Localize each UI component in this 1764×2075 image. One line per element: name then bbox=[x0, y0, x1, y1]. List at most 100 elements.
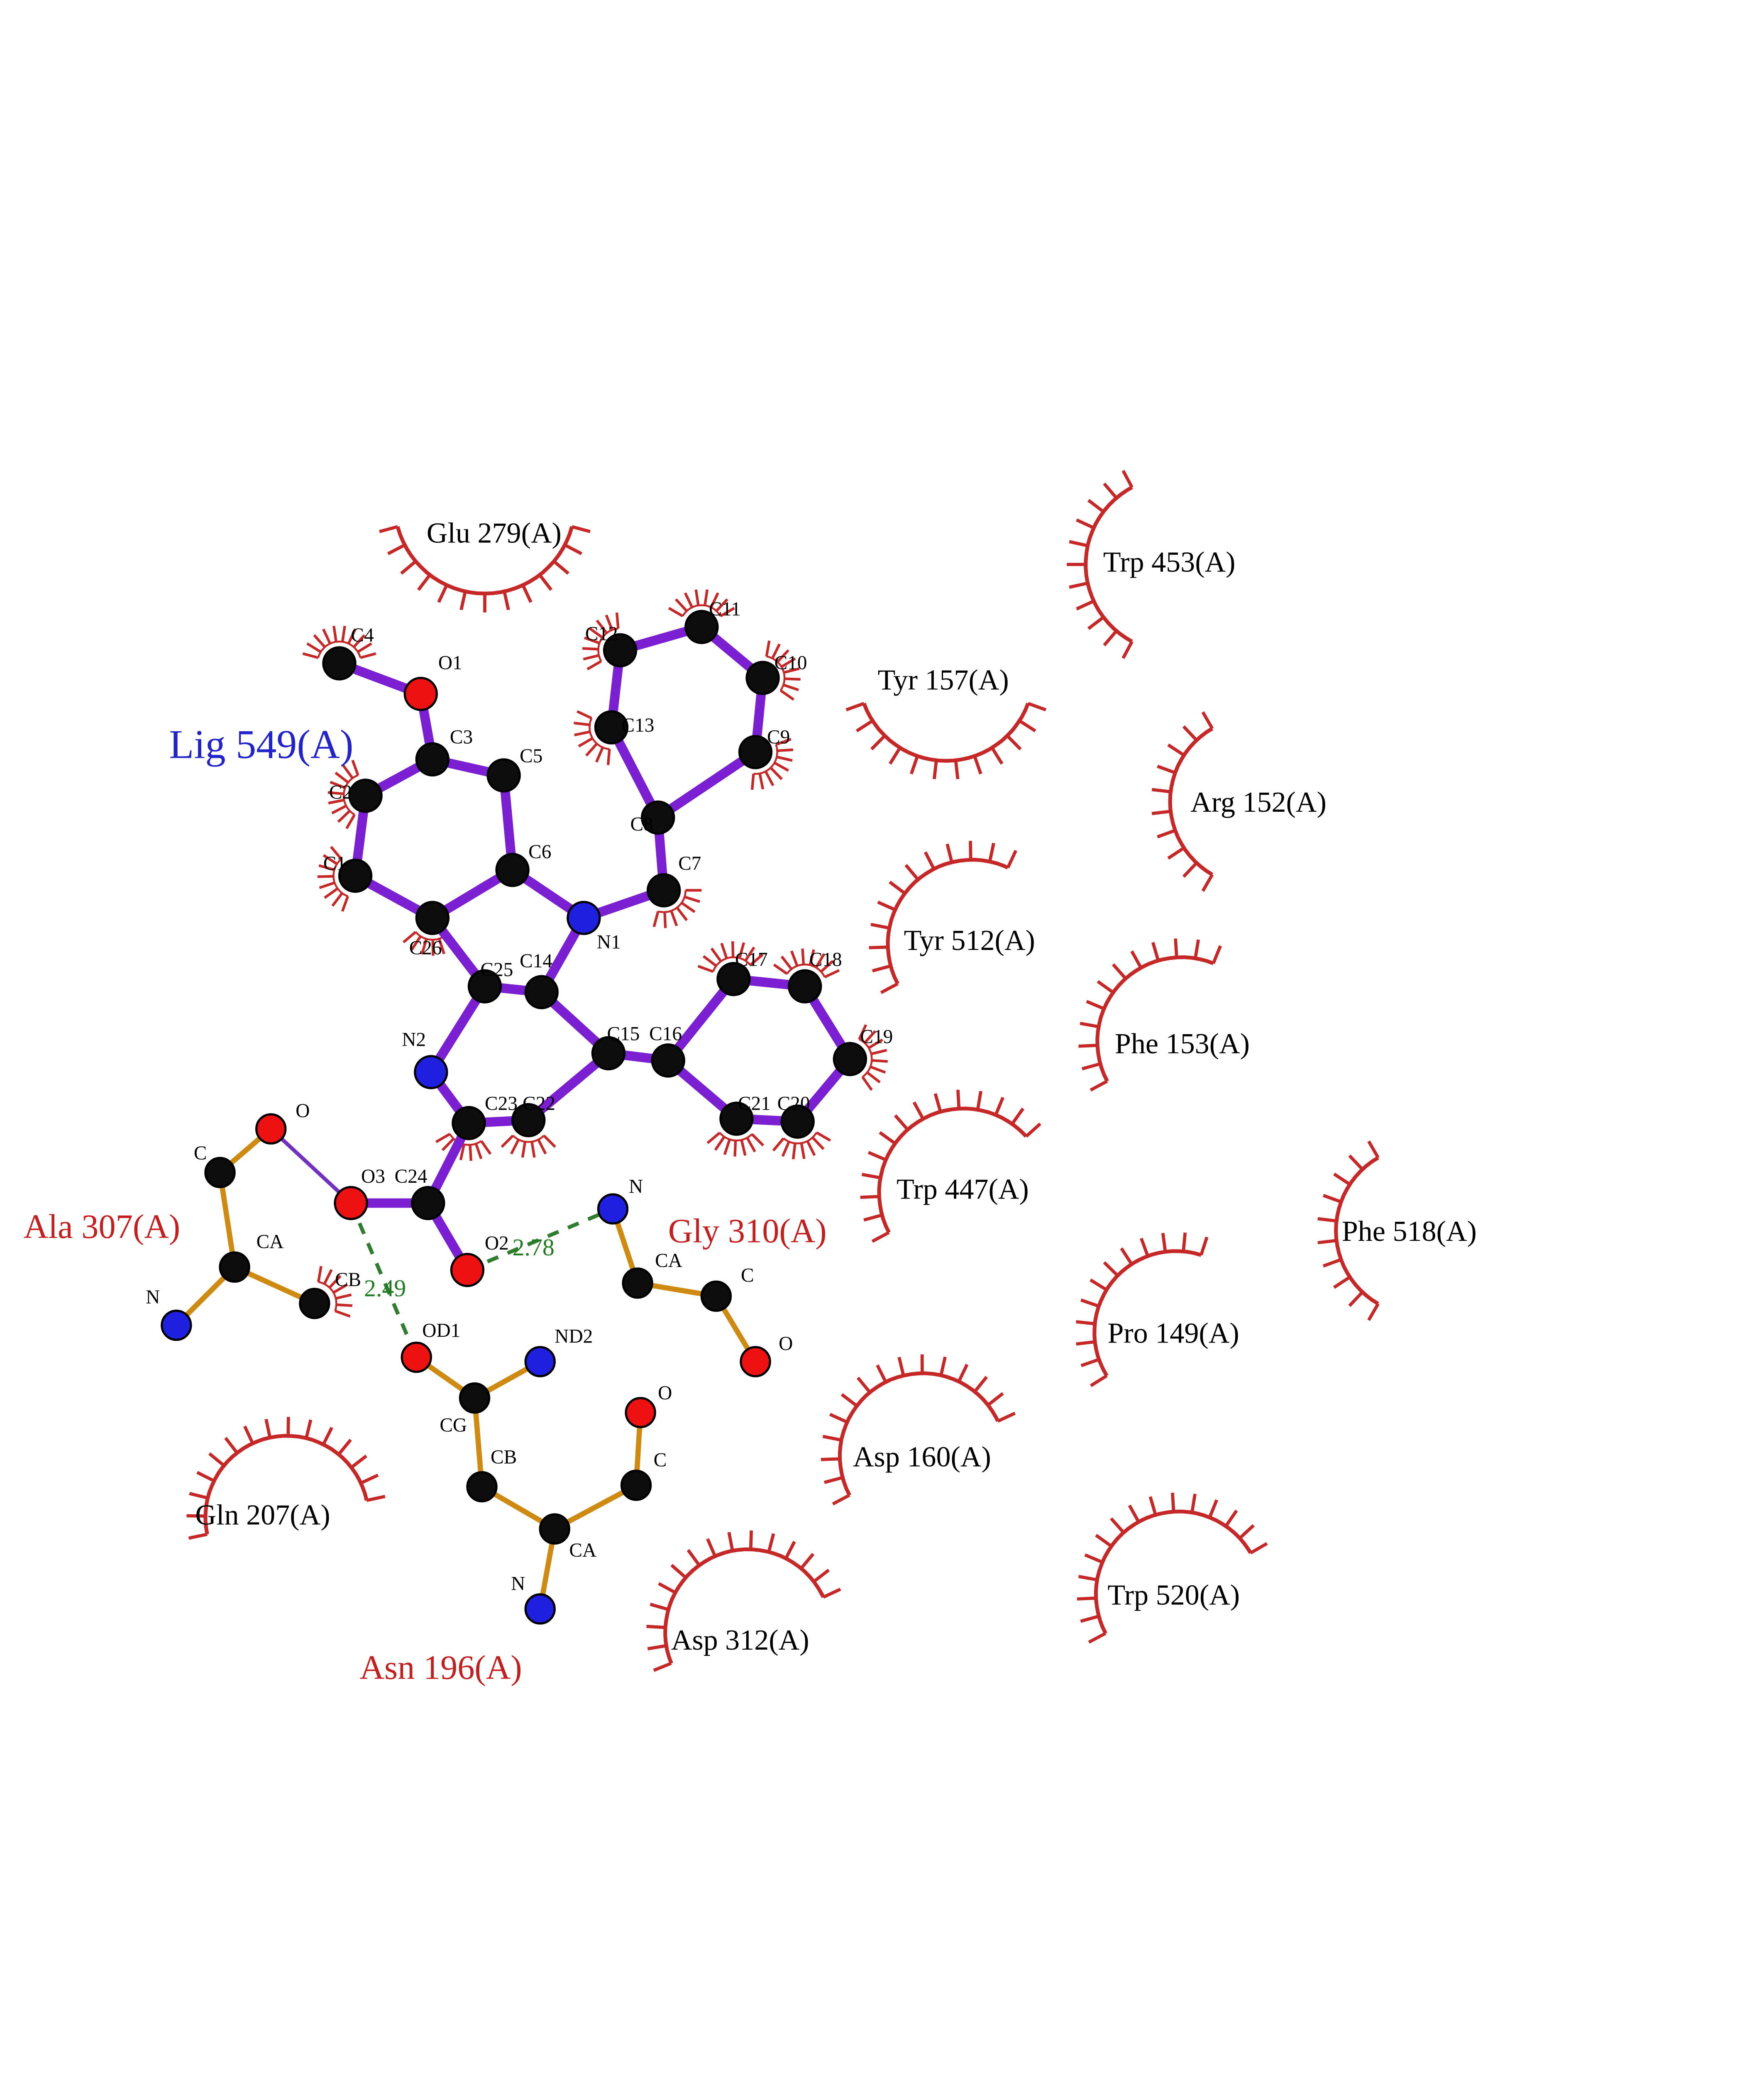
contact-eyelash bbox=[366, 1495, 386, 1502]
atom-contact-arc bbox=[858, 1038, 873, 1078]
atom-contact-eyelash bbox=[501, 1135, 514, 1148]
contact-eyelash bbox=[521, 584, 533, 603]
atom-contact-eyelash bbox=[302, 652, 319, 659]
atom-contact-eyelash bbox=[715, 598, 728, 612]
contact-eyelash bbox=[924, 851, 936, 870]
bonded-residue-label-ala-307-a: Ala 307(A) bbox=[24, 1208, 180, 1245]
atom-contact-eyelash bbox=[702, 955, 717, 967]
contact-eyelash bbox=[564, 543, 583, 555]
atom-contact-eyelash bbox=[770, 767, 783, 780]
contact-eyelash bbox=[933, 1093, 942, 1112]
ligand-atom-label-C22: C22 bbox=[523, 1093, 555, 1115]
ligand-atom-O3 bbox=[334, 1186, 368, 1221]
contact-eyelash bbox=[1087, 499, 1104, 513]
contact-eyelash bbox=[1140, 1238, 1149, 1257]
ligand-atom-C10 bbox=[745, 661, 780, 695]
hydrophobic-residue-label-phe-153-a: Phe 153(A) bbox=[1115, 1028, 1250, 1060]
ligand-atom-C23 bbox=[452, 1106, 486, 1140]
atom-contact-eyelash bbox=[347, 628, 357, 644]
contact-eyelash bbox=[822, 1587, 841, 1599]
atom-contact-eyelash bbox=[342, 764, 354, 779]
ligand-atom-label-C21: C21 bbox=[738, 1093, 771, 1115]
ligand-atom-C25 bbox=[467, 969, 502, 1003]
atom-contact-arc bbox=[682, 604, 721, 617]
contact-eyelash bbox=[1080, 1022, 1099, 1028]
atom-contact-eyelash bbox=[765, 640, 771, 657]
ligand-atom-label-C13: C13 bbox=[622, 715, 655, 736]
ligand-atom-label-C4: C4 bbox=[351, 625, 374, 646]
ligand-atom-label-N1: N1 bbox=[597, 932, 621, 953]
contact-eyelash bbox=[1322, 1194, 1342, 1204]
atom-contact-eyelash bbox=[668, 607, 684, 618]
ligand-atom-label-C5: C5 bbox=[520, 745, 542, 767]
atom-contact-eyelash bbox=[313, 634, 326, 648]
atom-contact-eyelash bbox=[332, 1283, 348, 1294]
contact-eyelash bbox=[1006, 850, 1018, 869]
atom-contact-eyelash bbox=[863, 1030, 877, 1044]
contact-eyelash bbox=[1103, 1261, 1119, 1277]
atom-contact-arc bbox=[512, 1135, 545, 1143]
atom-contact-eyelash bbox=[771, 643, 781, 659]
ligand-atom-label-N2: N2 bbox=[402, 1029, 426, 1050]
atom-contact-eyelash bbox=[816, 1131, 831, 1142]
residue-gly-310-a-atom-N bbox=[597, 1193, 629, 1225]
residue-gly-310-a-atom-label-C: C bbox=[741, 1265, 754, 1286]
contact-eyelash bbox=[767, 1533, 775, 1553]
contact-eyelash bbox=[894, 1114, 909, 1131]
atom-contact-eyelash bbox=[341, 896, 349, 912]
atom-contact-eyelash bbox=[684, 896, 701, 903]
residue-asn-196-a-atom-ND2 bbox=[524, 1346, 556, 1377]
atom-contact-eyelash bbox=[331, 892, 343, 907]
contact-eyelash bbox=[855, 719, 874, 732]
atom-contact-eyelash bbox=[577, 710, 592, 720]
residue-gly-310-a-atom-O bbox=[740, 1346, 771, 1377]
atom-contact-eyelash bbox=[441, 1138, 455, 1151]
contact-eyelash bbox=[553, 560, 569, 575]
residue-asn-196-a-atom-OD1 bbox=[401, 1341, 432, 1373]
contact-eyelash bbox=[1157, 764, 1176, 774]
contact-eyelash bbox=[1109, 1517, 1125, 1534]
contact-eyelash bbox=[1112, 963, 1127, 980]
residue-gly-310-a-atom-label-O: O bbox=[779, 1333, 793, 1355]
atom-contact-eyelash bbox=[749, 954, 764, 966]
contact-eyelash bbox=[1069, 581, 1088, 589]
contact-eyelash bbox=[1090, 1374, 1108, 1387]
contact-eyelash bbox=[1076, 1340, 1095, 1346]
contact-eyelash bbox=[800, 1553, 815, 1570]
contact-eyelash bbox=[1194, 939, 1200, 959]
ligand-atom-label-C25: C25 bbox=[481, 959, 513, 981]
contact-eyelash bbox=[1121, 470, 1134, 488]
residue-gly-310-a-atom-label-CA: CA bbox=[655, 1250, 682, 1272]
atom-contact-arc bbox=[332, 858, 349, 897]
contact-eyelash bbox=[863, 1213, 883, 1222]
residue-ala-307-a-atom-label-CA: CA bbox=[257, 1231, 284, 1253]
bonded-residue-label-asn-196-a: Asn 196(A) bbox=[360, 1648, 522, 1686]
atom-contact-eyelash bbox=[521, 1141, 527, 1158]
contact-eyelash bbox=[1087, 616, 1104, 630]
contact-eyelash bbox=[1011, 1107, 1025, 1125]
atom-contact-eyelash bbox=[331, 804, 347, 815]
atom-contact-arc bbox=[317, 640, 362, 658]
contact-eyelash bbox=[1080, 1358, 1100, 1367]
contact-eyelash bbox=[939, 1356, 947, 1376]
residue-asn-196-a-atom-label-C: C bbox=[654, 1449, 667, 1471]
contact-eyelash bbox=[1151, 810, 1171, 815]
atom-contact-eyelash bbox=[318, 864, 335, 872]
contact-eyelash bbox=[400, 560, 417, 575]
ligand-atom-O2 bbox=[450, 1253, 485, 1287]
atom-contact-eyelash bbox=[792, 1143, 796, 1160]
atom-contact-eyelash bbox=[330, 781, 346, 789]
ligand-atom-C2 bbox=[348, 779, 383, 813]
hbond-distance-label-1: 2.78 bbox=[513, 1234, 555, 1261]
residue-ala-307-a-atom-label-O: O bbox=[296, 1100, 310, 1122]
contact-eyelash bbox=[1167, 743, 1185, 757]
atom-contact-eyelash bbox=[815, 953, 826, 969]
atom-contact-eyelash bbox=[751, 1133, 765, 1147]
ligand-atom-O1 bbox=[403, 676, 438, 711]
ligand-atom-label-C8: C8 bbox=[630, 814, 653, 835]
contact-eyelash bbox=[1161, 1233, 1167, 1252]
atom-contact-eyelash bbox=[606, 749, 611, 765]
atom-contact-eyelash bbox=[335, 1309, 351, 1318]
ligand-atom-C4 bbox=[322, 646, 357, 681]
ligand-atom-C21 bbox=[719, 1101, 754, 1136]
